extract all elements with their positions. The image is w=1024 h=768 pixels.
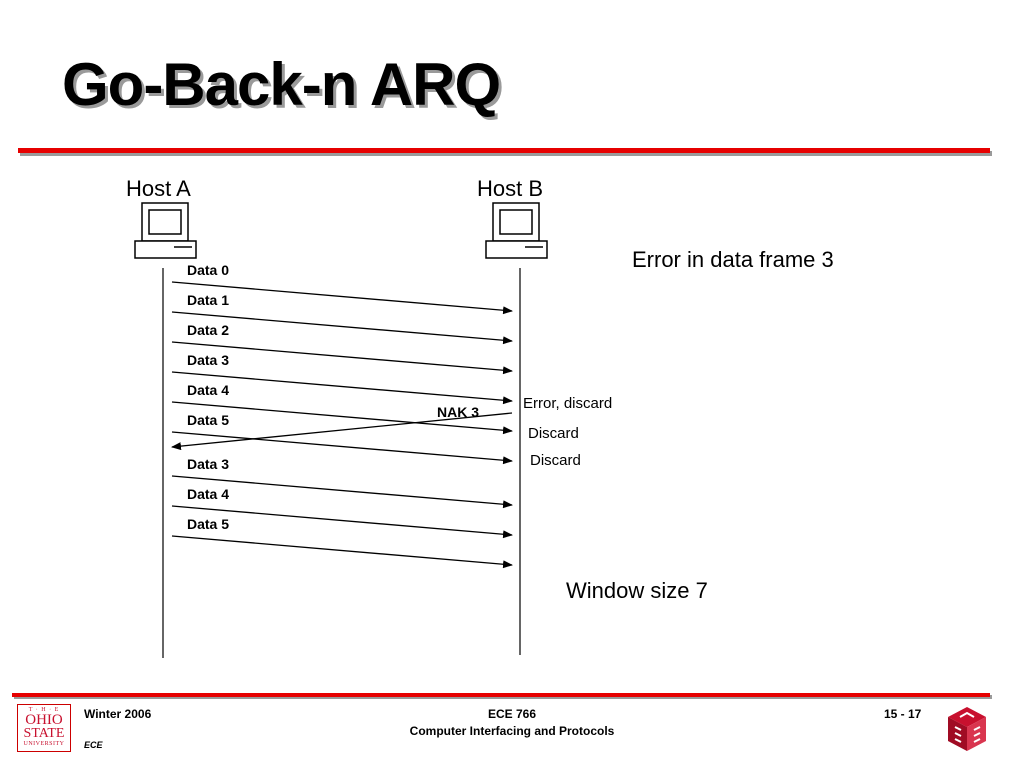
logo-text-top: T · H · E xyxy=(28,707,60,713)
frame-arrow-data-5 xyxy=(171,431,513,465)
frame-label: Data 3 xyxy=(187,456,230,472)
frame-label: Data 4 xyxy=(187,486,230,502)
frame-label: Data 5 xyxy=(187,516,230,532)
footer-divider xyxy=(12,693,990,697)
receiver-discard: Discard xyxy=(530,452,581,469)
host-a-computer-icon xyxy=(134,202,197,259)
frame-arrow-data-3-resend xyxy=(171,475,513,509)
error-note: Error in data frame 3 xyxy=(632,247,834,272)
logo-text-state: STATE xyxy=(23,726,65,741)
ece-cube-logo xyxy=(948,707,986,751)
receiver-discard: Discard xyxy=(528,425,579,442)
frame-label: Data 2 xyxy=(187,322,230,338)
frame-arrow-data-4 xyxy=(171,401,513,435)
frame-arrow-data-0 xyxy=(171,281,513,315)
footer-course-name: Computer Interfacing and Protocols xyxy=(409,724,615,738)
ohio-state-logo: T · H · E OHIO STATE UNIVERSITY xyxy=(17,704,71,752)
footer-term: Winter 2006 xyxy=(84,707,152,721)
frame-arrow-data-3 xyxy=(171,371,513,405)
receiver-error-discard: Error, discard xyxy=(523,395,613,412)
host-b-computer-icon xyxy=(485,202,548,259)
frame-label: Data 0 xyxy=(187,262,230,278)
title-divider xyxy=(18,148,990,153)
logo-text-university: UNIVERSITY xyxy=(23,741,65,747)
frame-arrow-data-5-resend xyxy=(171,535,513,569)
frame-label: Data 1 xyxy=(187,292,230,308)
nak-label: NAK 3 xyxy=(437,404,480,420)
host-a-label: Host A xyxy=(126,176,191,201)
window-size-note: Window size 7 xyxy=(566,578,708,603)
logo-text-ohio: OHIO xyxy=(25,712,63,728)
slide-title: Go-Back-n ARQ xyxy=(62,51,501,118)
nak-arrow xyxy=(171,412,513,451)
frame-arrow-data-2 xyxy=(171,341,513,375)
footer-dept: ECE xyxy=(84,740,103,750)
footer-page-number: 15 - 17 xyxy=(884,707,922,721)
frame-label: Data 5 xyxy=(187,412,230,428)
frame-label: Data 3 xyxy=(187,352,230,368)
host-b-label: Host B xyxy=(477,176,544,201)
footer-course-code: ECE 766 xyxy=(487,707,537,721)
frame-label: Data 4 xyxy=(187,382,230,398)
frame-arrow-data-4-resend xyxy=(171,505,513,539)
frame-arrow-data-1 xyxy=(171,311,513,345)
